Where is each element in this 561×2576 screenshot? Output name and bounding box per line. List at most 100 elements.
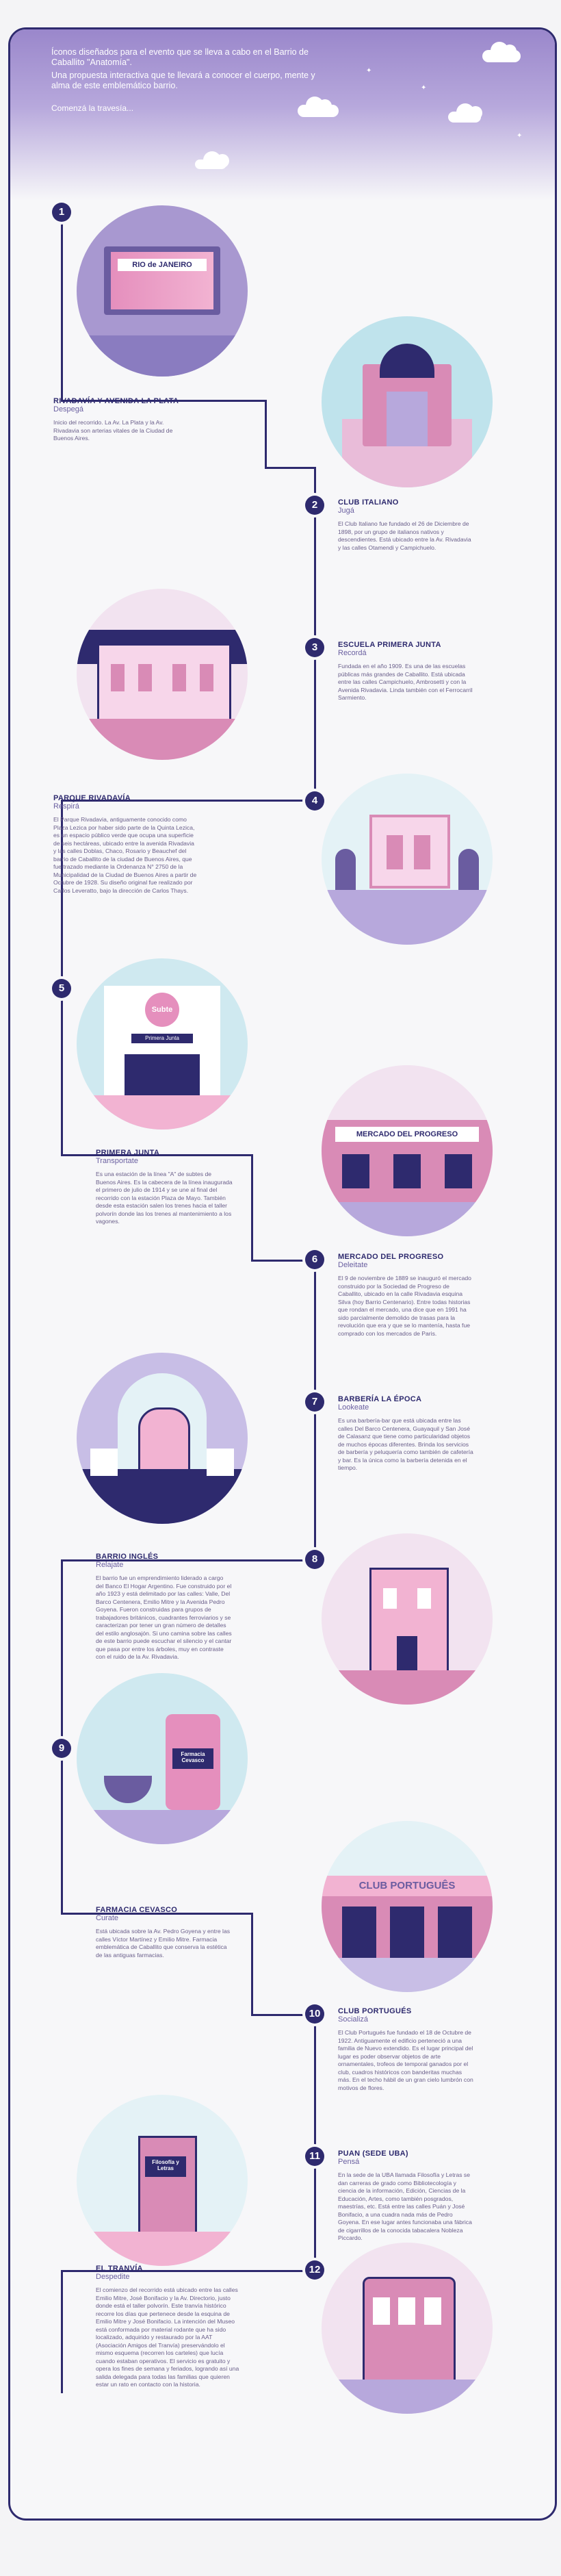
route-line [251,2014,315,2016]
intro-line-1: Íconos diseñados para el evento que se l… [51,47,309,67]
route-line [314,2014,316,2271]
stop-title: CLUB PORTUGUÉS [338,2007,412,2015]
illustration-escuela-primera-junta [77,589,248,760]
stop-title: FARMACIA CEVASCO [96,1906,178,1914]
stop-number: 3 [305,638,324,657]
stop-description: Es una barbería-bar que está ubicada ent… [338,1417,473,1471]
stop-verb: Socializá [338,2015,369,2024]
route-line [251,1154,253,1261]
stop-title: PRIMERA JUNTA [96,1149,160,1157]
stop-title: PARQUE RIVADAVÍA [53,794,131,802]
stop-number: 5 [52,979,71,998]
illustration-farmacia-cevasco: Farmacia Cevasco [77,1673,248,1844]
cloud-icon [482,42,521,62]
rio-sign-label: RIO de JANEIRO [118,259,207,271]
stop-1: RIVADAVÍA Y AVENIDA LA PLATA Despegá Ini… [53,397,238,443]
stop-verb: Relajate [96,1561,124,1569]
stop-title: RIVADAVÍA Y AVENIDA LA PLATA [53,397,179,405]
route-line [251,1913,253,2015]
stop-number: 10 [305,2004,324,2024]
stop-3: ESCUELA PRIMERA JUNTA Recordá Fundada en… [338,641,475,702]
route-line [61,2270,63,2393]
stop-title: BARBERÍA LA ÉPOCA [338,1395,422,1403]
stop-number: 1 [52,203,71,222]
cloud-icon [448,103,482,123]
route-line [61,212,63,401]
illustration-club-portugues: CLUB PORTUGUÊS [322,1821,493,1992]
route-line [314,467,316,801]
stop-verb: Pensá [338,2158,360,2166]
cloud-icon [298,97,339,117]
stop-verb: Recordá [338,649,367,657]
stop-verb: Curate [96,1914,119,1922]
stop-number: 8 [305,1550,324,1569]
subte-logo: Subte [145,993,179,1027]
illustration-barrio-ingles [322,1533,493,1705]
stop-number: 12 [305,2260,324,2280]
intro-cta: Comenzá la travesía... [51,103,134,113]
stop-description: El comienzo del recorrido está ubicado e… [96,2286,239,2388]
stop-7: BARBERÍA LA ÉPOCA Lookeate Es una barber… [338,1395,475,1472]
stop-title: MERCADO DEL PROGRESO [338,1253,444,1261]
route-line [61,2270,316,2272]
illustration-puan-uba: Filosofía y Letras [77,2095,248,2266]
farmacia-label: Farmacia Cevasco [172,1748,213,1769]
stop-2: CLUB ITALIANO Jugá El Club Italiano fue … [338,498,475,552]
illustration-barberia-la-epoca [77,1353,248,1524]
star-icon: ✦ [421,84,427,92]
stop-verb: Transportate [96,1157,138,1165]
stop-description: El barrio fue un emprendimiento liderado… [96,1574,232,1660]
illustration-subte-primera-junta: Subte Primera Junta [77,958,248,1130]
header-banner: ✦ ✦ ✦ Íconos diseñados para el evento qu… [10,29,555,201]
stop-verb: Deleitate [338,1261,368,1269]
star-icon: ✦ [366,67,372,75]
route-line [265,400,267,468]
illustration-parque-rivadavia [322,774,493,945]
illustration-rio-de-janeiro: RIO de JANEIRO [77,205,248,377]
route-line [61,1154,252,1156]
star-icon: ✦ [517,132,523,140]
stop-4: PARQUE RIVADAVÍA Respirá El Parque Rivad… [53,794,197,895]
illustration-mercado-del-progreso: MERCADO DEL PROGRESO [322,1065,493,1236]
cloud-icon [195,151,229,169]
stop-title: PUAN (SEDE UBA) [338,2150,408,2158]
intro-text: Íconos diseñados para el evento que se l… [51,47,325,116]
stop-12: EL TRANVÍA Despedite El comienzo del rec… [96,2265,239,2389]
stop-number: 11 [305,2147,324,2166]
stop-description: El Club Italiano fue fundado el 26 de Di… [338,520,471,551]
stop-number: 6 [305,1250,324,1269]
stop-verb: Lookeate [338,1403,369,1412]
route-line [61,1559,316,1561]
stop-description: Inicio del recorrido. La Av. La Plata y … [53,419,173,442]
stop-description: El 9 de noviembre de 1889 se inauguró el… [338,1275,471,1337]
route-line [61,800,316,802]
stop-description: Fundada en el año 1909. Es una de las es… [338,663,473,701]
filosofia-sign: Filosofía y Letras [145,2156,186,2177]
stop-description: El Parque Rivadavia, antiguamente conoci… [53,816,197,894]
route-line [61,800,63,1156]
station-sign: Primera Junta [131,1034,193,1043]
mercado-sign: MERCADO DEL PROGRESO [335,1127,479,1142]
stop-title: BARRIO INGLÉS [96,1553,159,1561]
intro-line-2: Una propuesta interactiva que te llevará… [51,71,315,90]
stop-10: CLUB PORTUGUÉS Socializá El Club Portugu… [338,2007,475,2092]
stop-6: MERCADO DEL PROGRESO Deleitate El 9 de n… [338,1253,475,1338]
club-portugues-sign: CLUB PORTUGUÊS [322,1876,493,1896]
route-line [251,1260,315,1262]
route-line [61,1913,252,1915]
stop-number: 4 [305,791,324,811]
stop-description: Es una estación de la línea "A" de subte… [96,1171,233,1225]
route-line [265,467,315,469]
stop-9: FARMACIA CEVASCO Curate Está ubicada sob… [96,1906,233,1959]
stop-description: El Club Portugués fue fundado el 18 de O… [338,2029,473,2091]
stop-description: Está ubicada sobre la Av. Pedro Goyena y… [96,1928,231,1959]
stop-title: CLUB ITALIANO [338,498,399,507]
stop-number: 9 [52,1739,71,1758]
illustration-club-italiano [322,316,493,487]
stop-verb: Despedite [96,2273,130,2281]
stop-11: PUAN (SEDE UBA) Pensá En la sede de la U… [338,2150,475,2243]
stop-verb: Despegá [53,405,84,413]
stop-number: 2 [305,496,324,515]
stop-title: ESCUELA PRIMERA JUNTA [338,641,441,649]
illustration-tranvia [322,2243,493,2414]
